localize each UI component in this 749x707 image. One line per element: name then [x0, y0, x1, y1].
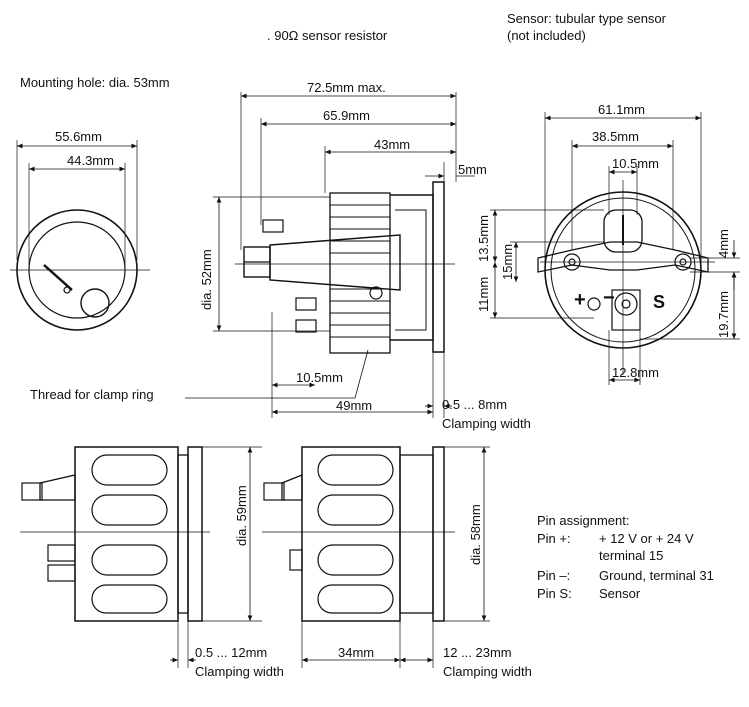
dim-13-5: 13.5mm — [476, 215, 491, 262]
side-view-bottom-left — [20, 446, 262, 668]
dim-10-5-rear: 10.5mm — [612, 156, 659, 171]
sensor-note-line2: (not included) — [507, 28, 586, 43]
thread-label: Thread for clamp ring — [30, 387, 154, 402]
front-view — [10, 140, 150, 331]
pin-row-plus: Pin +: + 12 V or + 24 V — [537, 531, 694, 546]
clamping-width-top: Clamping width — [442, 416, 531, 431]
dim-43: 43mm — [374, 137, 411, 152]
pin-desc: Ground, terminal 31 — [599, 568, 714, 583]
dim-4: 4mm — [716, 229, 731, 258]
pin-row-sensor: Pin S: Sensor — [537, 586, 640, 601]
pin-assignment-title: Pin assignment: — [537, 513, 630, 528]
dim-clamp-br: 12 ... 23mm — [443, 645, 512, 660]
dim-49: 49mm — [336, 398, 373, 413]
pin-row-plus-cont: terminal 15 — [537, 548, 663, 563]
pin-minus-marker: − — [603, 287, 615, 309]
dim-15: 15mm — [500, 243, 515, 280]
rear-view — [490, 112, 740, 385]
clamping-width-bl: Clamping width — [195, 664, 284, 679]
side-view-bottom-right — [262, 446, 490, 668]
front-dim-inner: 44.3mm — [67, 153, 114, 168]
sensor-note-line1: Sensor: tubular type sensor — [507, 11, 666, 26]
dim-38-5: 38.5mm — [592, 129, 639, 144]
pin-label: Pin +: — [537, 531, 571, 546]
dim-dia-52: dia. 52mm — [199, 249, 214, 310]
resistor-note: . 90Ω sensor resistor — [267, 28, 388, 43]
pin-label: Pin S: — [537, 586, 572, 601]
pin-desc: terminal 15 — [599, 548, 664, 563]
dim-61-1: 61.1mm — [598, 102, 645, 117]
pin-row-minus: Pin –: Ground, terminal 31 — [537, 568, 714, 583]
dim-19-7: 19.7mm — [716, 291, 731, 338]
mounting-hole-note: Mounting hole: dia. 53mm — [20, 75, 170, 90]
dim-12-8: 12.8mm — [612, 365, 659, 380]
dim-clamp-top: 0.5 ... 8mm — [442, 397, 508, 412]
dim-65-9: 65.9mm — [323, 108, 370, 123]
pin-desc: Sensor — [599, 586, 641, 601]
dim-clamp-bl: 0.5 ... 12mm — [195, 645, 268, 660]
dim-72-5-max: 72.5mm max. — [307, 80, 386, 95]
dim-10-5: 10.5mm — [296, 370, 343, 385]
dim-dia-59: dia. 59mm — [234, 485, 249, 546]
clamping-width-br: Clamping width — [443, 664, 532, 679]
pin-desc: + 12 V or + 24 V — [599, 531, 694, 546]
front-dim-outer: 55.6mm — [55, 129, 102, 144]
pin-plus-marker: + — [574, 289, 586, 311]
pin-s-marker: S — [653, 292, 666, 312]
dim-34: 34mm — [338, 645, 375, 660]
pin-label: Pin –: — [537, 568, 571, 583]
dim-11: 11mm — [476, 276, 491, 312]
dim-5: 5mm — [458, 162, 487, 177]
side-view-top — [185, 92, 475, 418]
dim-dia-58: dia. 58mm — [468, 504, 483, 565]
